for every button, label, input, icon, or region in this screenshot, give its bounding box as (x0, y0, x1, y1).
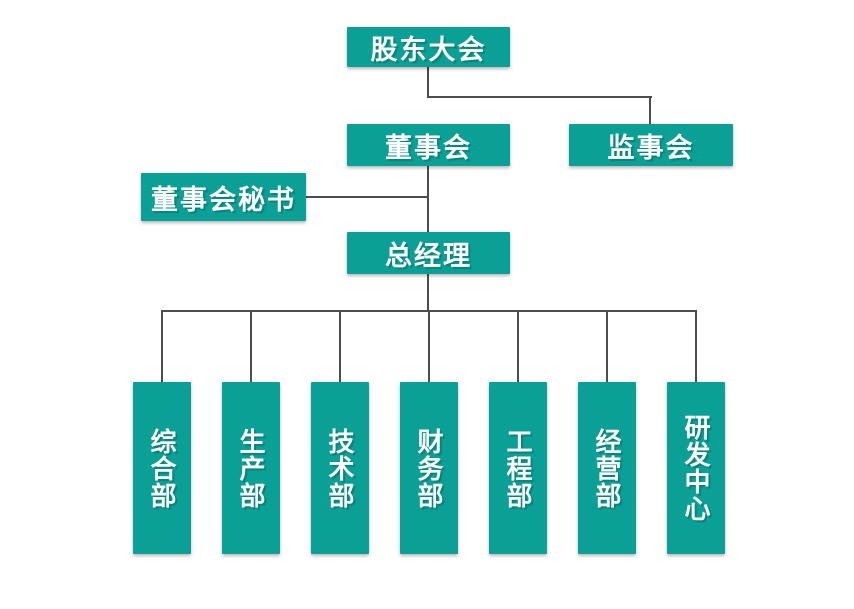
node-rnd-center: 研发中心 (667, 382, 725, 554)
node-department-engineering: 工程部 (489, 382, 547, 554)
node-shareholders-meeting: 股东大会 (347, 27, 510, 67)
connector-dept-drop-2 (250, 310, 252, 383)
connector-dept-drop-3 (339, 310, 341, 383)
connector-top-branch (427, 96, 652, 98)
node-department-operations: 经营部 (578, 382, 636, 554)
node-supervisory-board: 监事会 (569, 124, 733, 166)
connector-board-to-gm (427, 166, 429, 232)
node-board-of-directors: 董事会 (347, 124, 510, 166)
connector-dept-drop-1 (161, 310, 163, 383)
node-department-label: 综合部 (147, 427, 177, 509)
node-shareholders-meeting-label: 股东大会 (370, 34, 487, 65)
node-general-manager-label: 总经理 (385, 240, 472, 271)
connector-dept-drop-4 (428, 310, 430, 383)
node-board-secretary: 董事会秘书 (141, 173, 306, 221)
node-department-label: 技术部 (325, 427, 355, 509)
node-department-technology: 技术部 (311, 382, 369, 554)
node-department-label: 财务部 (414, 427, 444, 509)
node-department-label: 研发中心 (681, 414, 711, 522)
node-board-secretary-label: 董事会秘书 (151, 184, 296, 215)
node-department-label: 经营部 (592, 427, 622, 509)
connector-dept-drop-6 (606, 310, 608, 383)
node-general-manager: 总经理 (347, 232, 510, 274)
node-board-of-directors-label: 董事会 (385, 132, 472, 163)
connector-gm-down (427, 274, 429, 312)
node-department-general-affairs: 综合部 (133, 382, 191, 554)
connector-dept-drop-7 (695, 310, 697, 383)
connector-dept-drop-5 (517, 310, 519, 383)
node-department-label: 工程部 (503, 427, 533, 509)
connector-supervisory-drop (649, 96, 651, 124)
node-department-label: 生产部 (236, 427, 266, 509)
node-department-finance: 财务部 (400, 382, 458, 554)
connector-shareholders-down (427, 67, 429, 98)
node-supervisory-board-label: 监事会 (607, 132, 695, 163)
connector-secretary-link (306, 196, 428, 198)
node-department-production: 生产部 (222, 382, 280, 554)
